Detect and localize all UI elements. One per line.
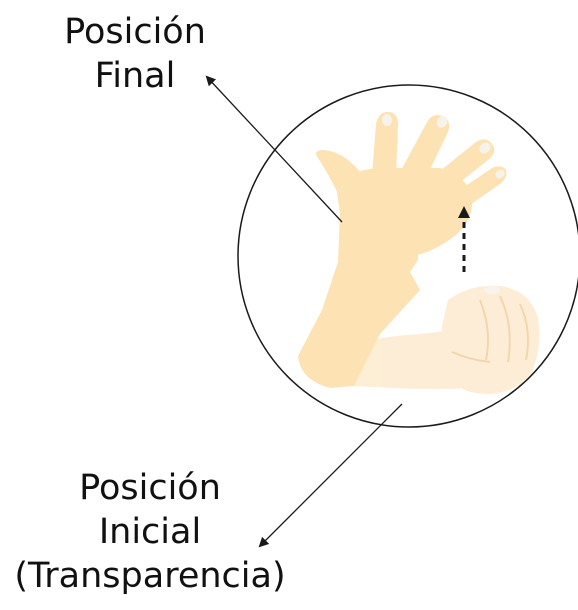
dashed-up-arrow-icon — [458, 206, 470, 272]
final-position-pointer-arrow — [207, 77, 342, 222]
initial-position-pointer-arrow — [260, 404, 402, 546]
